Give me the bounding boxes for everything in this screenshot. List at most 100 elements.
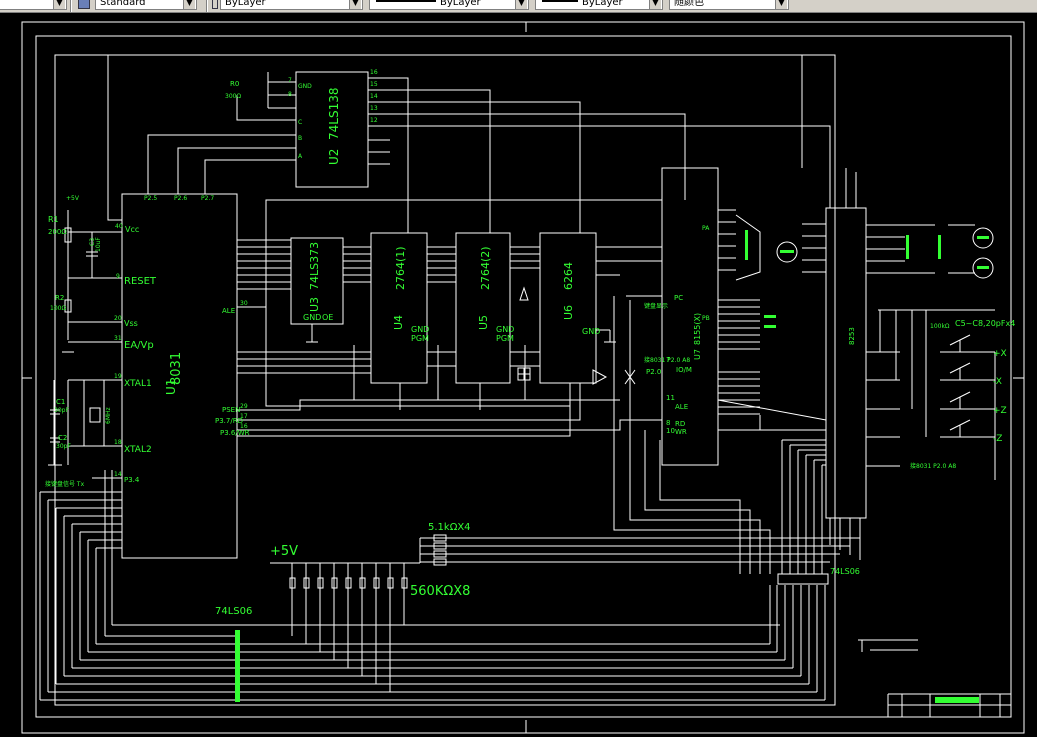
u1-pin-p36: P3.6/WR	[220, 429, 250, 437]
u8-part: 8253	[848, 327, 856, 345]
u8-note: 接8031 P2.0 A8	[910, 462, 956, 470]
u7-pin-pb: PB	[702, 315, 710, 322]
chip-u1-outline	[121, 193, 238, 559]
u3-pin-gnd: GND	[303, 313, 321, 322]
c3-value: 10uF	[95, 237, 102, 252]
axis-pz: +Z	[993, 406, 1007, 416]
vcc-note: +5V	[66, 195, 80, 202]
u5-part: 2764(2)	[479, 246, 492, 290]
u1-pin-ea: EA/Vp	[124, 340, 154, 351]
u3-ref: U3	[308, 297, 321, 312]
chevron-down-icon: ▼	[775, 0, 787, 9]
u2-pin-b: B	[298, 135, 302, 142]
u1-pin-40: 40	[115, 223, 123, 230]
layer-value: ByLayer	[225, 0, 266, 8]
u1-pin-vcc: Vcc	[125, 225, 139, 234]
u2-pin-16: 16	[370, 69, 378, 76]
u5-pin-gnd: GND	[496, 325, 514, 334]
cap-bank-label: C5~C8,20pFx4	[955, 319, 1015, 328]
chip-u6-outline	[539, 232, 597, 384]
r1-value: 200Ω	[48, 228, 67, 236]
text-style-icon[interactable]	[78, 0, 90, 9]
lineweight-value: ByLayer	[582, 0, 623, 8]
u1-pin-xtal2: XTAL2	[124, 445, 152, 455]
prev-style-select[interactable]: ▼	[0, 0, 67, 10]
u1-pin-p25: P2.5	[144, 195, 157, 202]
chevron-down-icon: ▼	[349, 0, 361, 9]
c2-label: C2	[58, 434, 67, 442]
chip-u3-outline	[290, 237, 344, 325]
u1-pin-reset: RESET	[124, 276, 157, 287]
linetype-value: ByLayer	[440, 0, 481, 8]
color-select[interactable]: 随颜色 ▼	[669, 0, 789, 10]
chevron-down-icon: ▼	[183, 0, 195, 9]
kbd-note: 键盘显示	[644, 302, 668, 310]
u1-pin-psen: PSEN	[222, 406, 240, 414]
u1-pin-18: 18	[114, 439, 122, 446]
text-style-select[interactable]: Standard▼	[95, 0, 197, 10]
layer-icon[interactable]	[212, 0, 218, 9]
chip-u4-outline	[370, 232, 428, 384]
u2-pin-13: 13	[370, 105, 378, 112]
u1-pin-16: 16	[240, 423, 248, 430]
r1-label: R1	[48, 215, 59, 224]
u5-pin-pgm: PGM	[496, 334, 514, 343]
u2-pin-c: C	[298, 119, 302, 126]
r2-label: R2	[55, 294, 64, 302]
toolbar-separator	[70, 0, 72, 12]
schematic-green-marks	[235, 230, 989, 703]
chevron-down-icon: ▼	[649, 0, 661, 9]
linetype-select[interactable]: ByLayer ▼	[369, 0, 529, 10]
lineweight-select[interactable]: ByLayer ▼	[535, 0, 663, 10]
u7-pin-pc: PC	[674, 294, 683, 302]
u2-pin-14: 14	[370, 93, 378, 100]
schematic-labels: U1 8031 Vcc RESET Vss EA/Vp XTAL1 XTAL2 …	[45, 69, 1015, 617]
crystal-value: 6MHz	[105, 407, 112, 424]
c1-label: C1	[56, 398, 65, 406]
layer-select[interactable]: ByLayer ▼	[220, 0, 363, 10]
c2-value: 30pF	[56, 443, 71, 450]
u2-pin-7: 7	[288, 77, 292, 84]
c3-label: C3	[89, 238, 96, 246]
u6-pin-gnd: GND	[582, 327, 600, 336]
u4-part: 2764(1)	[394, 246, 407, 290]
u4-ref: U4	[392, 315, 405, 330]
chip-u2-outline	[295, 71, 369, 188]
color-value: 随颜色	[674, 0, 704, 8]
u7-pin-rd: RD	[675, 420, 685, 428]
r2-value: 100Ω	[50, 305, 66, 312]
u1-pin-20: 20	[114, 315, 122, 322]
u7-note: 接8031 P2.0 A8	[644, 356, 690, 364]
chevron-down-icon: ▼	[515, 0, 527, 9]
inv-right-label: 74LS06	[830, 567, 860, 576]
u7-pin-io: IO/M	[676, 366, 692, 374]
u5-ref: U5	[477, 315, 490, 330]
u1-pin-19: 19	[114, 373, 122, 380]
rt-value: 300Ω	[225, 93, 241, 100]
u1-pin-14: 14	[114, 471, 122, 478]
u1-pin-vss: Vss	[124, 319, 138, 328]
u7-pin-8: 8	[666, 419, 670, 427]
u7-pin-wr: WR	[675, 428, 687, 436]
u6-ref: U6	[562, 305, 575, 320]
u7-part: 8155(X)	[693, 313, 702, 345]
u1-ref: U1	[164, 379, 178, 395]
linetype-swatch	[376, 0, 436, 2]
axis-px: +X	[993, 349, 1007, 359]
u2-pin-8: 8	[288, 91, 292, 98]
chip-u8-outline	[825, 207, 867, 519]
u1-part: 8031	[169, 352, 184, 385]
u3-pin-oe: OE	[322, 313, 333, 322]
plus5v-label: +5V	[270, 544, 298, 559]
u1-pin-p27: P2.7	[201, 195, 214, 202]
u2-pin-gnd: GND	[298, 83, 312, 90]
schematic-canvas[interactable]: U1 8031 Vcc RESET Vss EA/Vp XTAL1 XTAL2 …	[0, 12, 1037, 737]
chip-u5-outline	[455, 232, 511, 384]
u6-part: 6264	[562, 262, 575, 290]
u7-pin-ale: ALE	[675, 403, 688, 411]
u1-pin-30: 30	[240, 300, 248, 307]
outer-frame	[35, 35, 1012, 718]
u1-pin-p26: P2.6	[174, 195, 187, 202]
toolbar-separator	[206, 0, 208, 12]
u1-pin-29: 29	[240, 403, 248, 410]
